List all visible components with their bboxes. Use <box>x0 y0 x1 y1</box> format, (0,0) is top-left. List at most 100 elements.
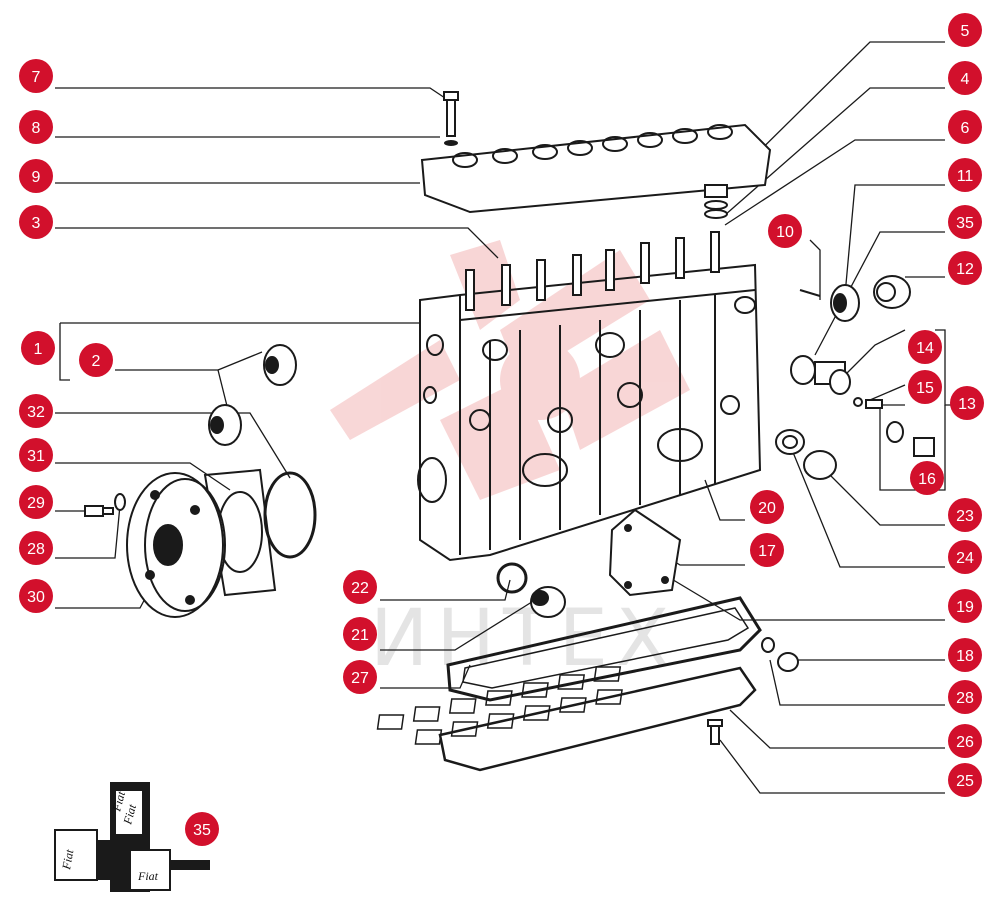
svg-text:5: 5 <box>961 23 970 40</box>
svg-text:6: 6 <box>961 120 970 137</box>
stamp-label-2: Fiat <box>120 802 139 827</box>
leader-7 <box>55 87 449 101</box>
svg-text:22: 22 <box>351 580 369 597</box>
callout-2: 2 <box>79 343 113 377</box>
svg-text:29: 29 <box>27 495 45 512</box>
top-studs <box>465 231 720 311</box>
callout-10: 10 <box>768 214 802 248</box>
svg-text:28: 28 <box>956 690 974 707</box>
callout-23: 23 <box>948 498 982 532</box>
gasket-27 <box>446 596 762 702</box>
svg-text:35: 35 <box>193 822 211 839</box>
svg-text:15: 15 <box>916 380 934 397</box>
screw-29 <box>84 505 114 517</box>
svg-text:14: 14 <box>916 340 934 357</box>
callout-3: 3 <box>19 205 53 239</box>
leader-lines <box>55 41 955 794</box>
leader-1-bracket <box>59 323 70 381</box>
leader-28a <box>55 504 121 559</box>
leader-14 <box>839 329 906 381</box>
callout-1: 1 <box>21 331 55 365</box>
svg-text:24: 24 <box>956 550 974 567</box>
valve-assembly-14-15 <box>790 355 883 409</box>
svg-text:12: 12 <box>956 261 974 278</box>
leader-20 <box>704 479 745 521</box>
nut-18 <box>777 652 799 672</box>
callout-11: 11 <box>948 158 982 192</box>
svg-text:9: 9 <box>32 169 41 186</box>
callout-19: 19 <box>948 589 982 623</box>
svg-text:35: 35 <box>956 215 974 232</box>
screw-25 <box>707 719 723 745</box>
callout-31: 31 <box>19 438 53 472</box>
washer-8 <box>444 140 458 146</box>
washer-28b <box>761 637 775 653</box>
callout-22: 22 <box>343 570 377 604</box>
callout-8: 8 <box>19 110 53 144</box>
leader-5 <box>719 41 945 191</box>
svg-text:23: 23 <box>956 508 974 525</box>
svg-text:31: 31 <box>27 448 45 465</box>
stamp-label-3: Fiat <box>59 848 77 872</box>
callout-15: 15 <box>908 370 942 404</box>
svg-text:11: 11 <box>957 168 974 185</box>
plug-21 <box>530 586 566 618</box>
svg-text:1: 1 <box>34 341 43 358</box>
callout-25: 25 <box>948 763 982 797</box>
svg-text:20: 20 <box>758 500 776 517</box>
bushings-2 <box>208 344 297 446</box>
leader-4 <box>724 87 945 216</box>
svg-text:4: 4 <box>961 71 970 88</box>
leader-25 <box>719 739 945 794</box>
callout-4: 4 <box>948 61 982 95</box>
fitting-11 <box>830 284 860 322</box>
callout-17: 17 <box>750 533 784 567</box>
bolt-7 <box>443 91 459 137</box>
callout-18: 18 <box>948 638 982 672</box>
leader-27 <box>380 664 471 689</box>
callout-9: 9 <box>19 159 53 193</box>
leader-22 <box>380 579 511 601</box>
side-plate-17 <box>608 508 682 597</box>
callout-30: 30 <box>19 579 53 613</box>
stamp-label-1: Fiat <box>109 789 128 814</box>
watermark-logo <box>330 240 690 500</box>
washer-plug-13-16 <box>886 421 935 457</box>
callout-20: 20 <box>750 490 784 524</box>
stamp-label-4: Fiat <box>137 869 159 883</box>
leader-24 <box>789 444 945 568</box>
svg-text:13: 13 <box>958 396 976 413</box>
leader-21 <box>380 599 536 651</box>
leader-6 <box>724 139 945 226</box>
leader-32 <box>55 412 291 479</box>
callout-32: 32 <box>19 394 53 428</box>
svg-text:17: 17 <box>758 543 776 560</box>
callout-24: 24 <box>948 540 982 574</box>
callout-27: 27 <box>343 660 377 694</box>
svg-text:30: 30 <box>27 589 45 606</box>
svg-text:26: 26 <box>956 734 974 751</box>
callout-35b: 35 <box>185 812 219 846</box>
svg-text:3: 3 <box>32 215 41 232</box>
svg-text:7: 7 <box>32 69 41 86</box>
callout-12: 12 <box>948 251 982 285</box>
o-ring-32 <box>263 471 317 559</box>
svg-text:16: 16 <box>918 471 936 488</box>
svg-text:2: 2 <box>92 353 101 370</box>
svg-text:25: 25 <box>956 773 974 790</box>
svg-text:21: 21 <box>351 627 369 644</box>
pin-10 <box>799 289 821 297</box>
washer-28 <box>114 493 126 511</box>
bottom-plate-26 <box>376 666 757 772</box>
callout-7: 7 <box>19 59 53 93</box>
leader-15 <box>869 384 906 401</box>
svg-text:27: 27 <box>351 670 369 687</box>
nut-washers-4-5-6 <box>704 184 728 219</box>
leader-23 <box>819 464 945 526</box>
leader-13 <box>935 329 955 406</box>
seal-ring-24-23 <box>775 429 837 480</box>
callout-6: 6 <box>948 110 982 144</box>
svg-text:19: 19 <box>956 599 974 616</box>
callout-5: 5 <box>948 13 982 47</box>
